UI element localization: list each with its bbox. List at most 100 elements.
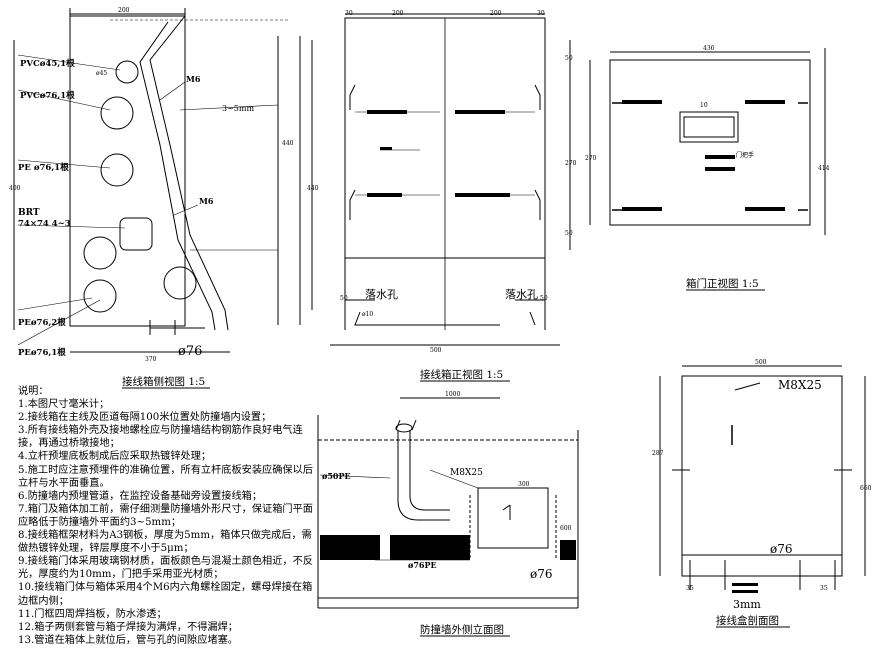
label-pe76-top: PE ø76,1根 [18, 162, 69, 173]
label-pe76-bottom: PEø76,1根 [18, 347, 66, 358]
label-brt-size: 74×74 4~3 [18, 219, 71, 229]
section-dim-w: 500 [755, 359, 767, 366]
label-d45: ø45 [96, 70, 107, 77]
section-view: 500 287 660 35 35 M8X25 ø76 3mm 接线盒剖面图 [652, 359, 872, 628]
section-dim-h: 287 [652, 450, 664, 457]
pipe-hole-76-e [163, 266, 197, 300]
side-dim-h2: 440 [282, 140, 294, 147]
front-dim-side50: 50 [340, 295, 348, 302]
front-dim-w2: 200 [392, 10, 404, 17]
note-item: 3.所有接线箱外壳及接地螺栓应与防撞墙结构钢筋作良好电气连接，再通过桥墩接地； [18, 425, 303, 450]
drain-left [354, 311, 500, 326]
front-dim-h1: 50 [565, 55, 573, 62]
drain-left-label: 落水孔 [365, 288, 398, 301]
front-dim-w1: 30 [345, 10, 353, 17]
door-dim-top: 436 [703, 45, 715, 52]
pipe-hole-76-d [83, 279, 117, 313]
front-dim-h2: 270 [565, 160, 577, 167]
door-handle-label: 门把手 [736, 151, 754, 159]
side-view-title: 接线箱侧视图 1:5 [122, 375, 205, 388]
section-dim-b2: 35 [820, 585, 828, 592]
side-dim-bottom: 370 [145, 356, 157, 363]
riser-pipe-inner [409, 430, 450, 511]
riser-pipe [397, 430, 450, 521]
note-item: 7.箱门及箱体加工前，需仔细测量防撞墙外形尺寸，保证箱门平面应略低于防撞墙外平面… [18, 503, 313, 528]
side-slant-wall-inner [139, 21, 216, 331]
door-view-title: 箱门正视图 1:5 [686, 277, 759, 290]
wall-pe50: ø50PE [322, 471, 351, 481]
side-view: 200 440 400 [9, 7, 301, 389]
door-handle [679, 111, 739, 143]
section-dim-h2: 660 [860, 485, 872, 492]
pipe-hole-45 [115, 60, 139, 84]
pipe-hole-76-c [83, 236, 117, 270]
door-box [609, 59, 811, 226]
side-dim-height: 400 [9, 185, 21, 192]
note-item: 13.管道在箱体上就位后，管与孔的间隙应堵塞。 [18, 634, 238, 646]
side-view-box [69, 15, 186, 327]
label-m6-b: M6 [199, 196, 214, 206]
door-dim-side: 270 [585, 155, 597, 162]
note-item: 1.本图尺寸毫米计； [18, 399, 110, 411]
bracket-bl [349, 189, 356, 220]
section-3mm: 3mm [733, 598, 761, 611]
label-brt: BRT [18, 208, 40, 218]
note-item: 12.箱子两侧套管与箱子焊接为满焊，不得漏焊； [18, 621, 238, 633]
label-pvc45: PVCø45,1根 [20, 58, 75, 69]
brt-hole [119, 217, 153, 251]
note-item: 4.立杆预埋底板制成后应采取热镀锌处理； [18, 451, 212, 463]
label-pvc76: PVCø76,1根 [20, 90, 75, 101]
note-item: 5.施工时应注意预埋件的准确位置，所有立杆底板安装应确保以后立杆与水平面垂直。 [18, 464, 313, 489]
note-item: 10.接线箱门体与箱体采用4个M6内六角螺栓固定，螺母焊接在箱边框内侧； [18, 582, 313, 607]
pipe-hole-76-a [100, 96, 134, 130]
side-dim-top: 200 [118, 7, 130, 14]
wall-dim-mid: 300 [518, 481, 530, 488]
door-dim-mid: 10 [700, 102, 708, 109]
door-handle-inner [683, 116, 735, 138]
note-item: 11.门框四周焊挡板，防水渗透； [18, 608, 167, 620]
front-dim-h3: 50 [565, 230, 573, 237]
label-pe76-2: PEø76,2根 [18, 317, 66, 328]
note-item: 2.接线箱在主线及匝道每隔100米位置处防撞墙内设置； [18, 412, 272, 424]
section-title: 接线盒剖面图 [716, 614, 779, 627]
riser-top [395, 423, 413, 433]
front-d10: ø10 [362, 311, 373, 318]
front-dim-total: 440 [307, 185, 319, 192]
front-dim-w3: 200 [490, 10, 502, 17]
bracket-tr [534, 84, 541, 110]
wall-dim-top: 1000 [445, 391, 460, 398]
note-item: 9.接线箱门体采用玻璃钢材质，面板颜色与混凝土颜色相近，不反光，厚度约为10mm… [18, 556, 313, 581]
bracket-br [534, 189, 541, 220]
drain-right [529, 311, 536, 326]
label-3-5mm: 3~5mm [222, 104, 254, 113]
front-view-title: 接线箱正视图 1:5 [420, 368, 503, 381]
front-view: 200 200 30 30 500 270 50 50 440 [307, 10, 577, 382]
pipe-hole-76-b [100, 153, 134, 187]
notes-block: 说明： 1.本图尺寸毫米计； 2.接线箱在主线及匝道每隔100米位置处防撞墙内设… [18, 385, 313, 647]
section-d76: ø76 [770, 542, 793, 556]
side-pipe-d76: ø76 [178, 344, 202, 359]
notes-heading: 说明： [18, 386, 49, 397]
wall-box [477, 487, 549, 549]
wall-d76: ø76 [530, 567, 553, 581]
note-item: 6.防撞墙内预埋管道，在监控设备基础旁设置接线箱； [18, 490, 263, 502]
section-m8: M8X25 [778, 378, 822, 392]
section-box [681, 375, 843, 577]
door-dim-right: 414 [818, 165, 830, 172]
outer-wall-elevation: 1000 300 600 ø50PE M8X25 ø76PE ø76 防撞墙外侧… [317, 391, 579, 637]
section-dim-b1: 35 [686, 585, 694, 592]
front-dim-w4: 30 [537, 10, 545, 17]
label-m6-a: M6 [186, 74, 201, 84]
bracket-tl [349, 84, 356, 110]
door-view: 436 270 414 10 门把手 箱门正视图 1:5 [585, 45, 830, 291]
wall-title: 防撞墙外侧立面图 [420, 623, 504, 636]
side-slant-wall [149, 15, 229, 331]
front-dim-side50b: 50 [540, 295, 548, 302]
wall-m8: M8X25 [450, 468, 483, 478]
drain-right-label: 落水孔 [505, 288, 538, 301]
note-item: 8.接线箱框架材料为A3钢板，厚度为5mm，箱体只做完成后，需做热镀锌处理，锌层… [18, 530, 312, 555]
front-dim-bottom: 500 [430, 347, 442, 354]
wall-dim-height: 600 [560, 525, 572, 532]
wall-pe76: ø76PE [408, 560, 437, 570]
